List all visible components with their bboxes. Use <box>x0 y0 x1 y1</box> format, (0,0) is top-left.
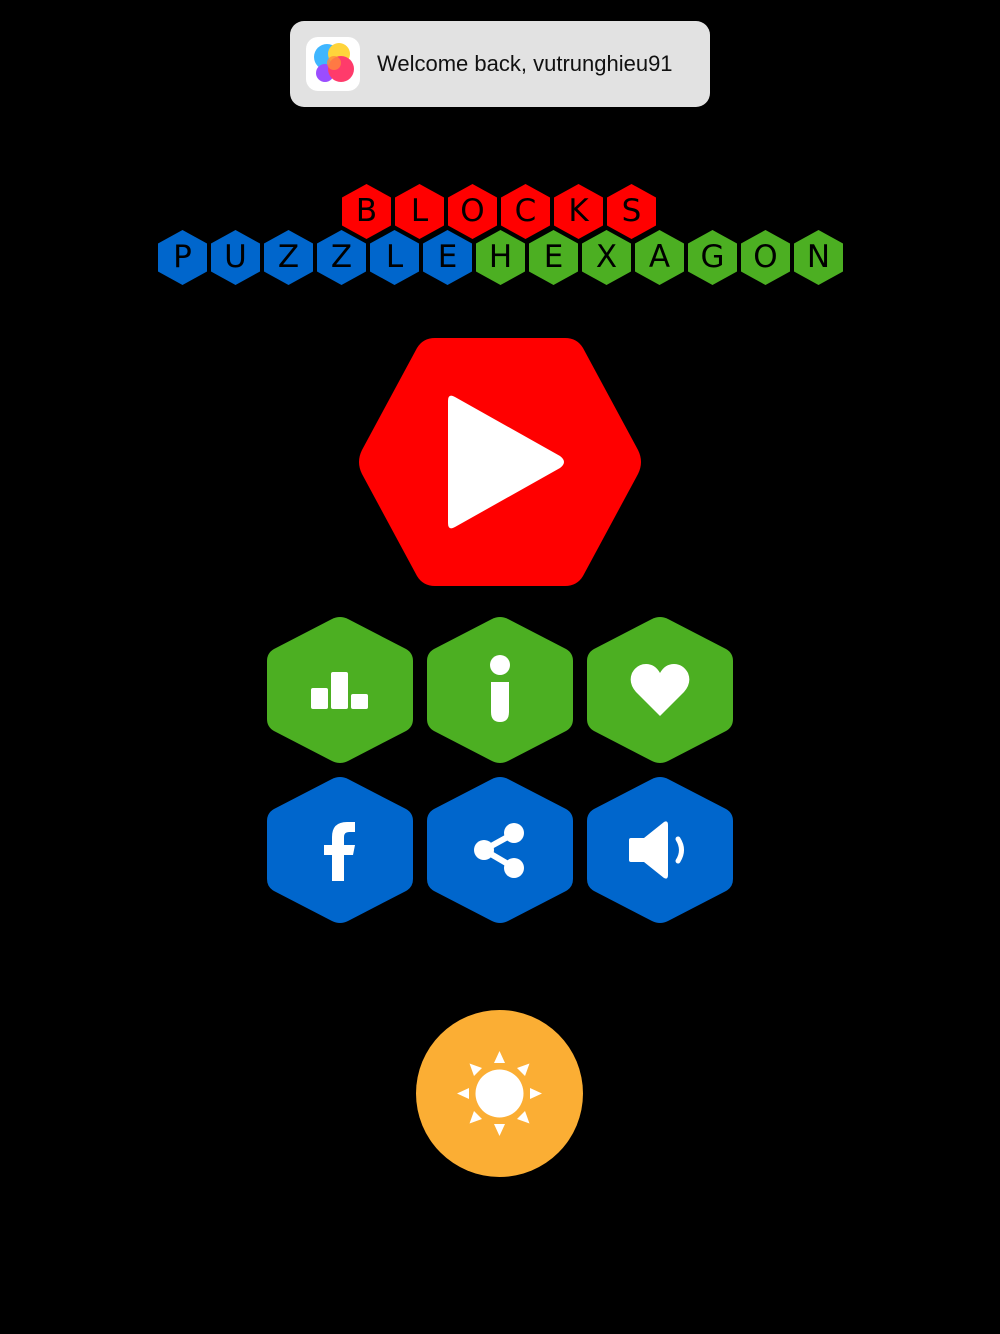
leaderboard-icon <box>311 672 368 709</box>
share-icon <box>474 823 524 878</box>
logo-letter: S <box>621 193 642 229</box>
logo-letter: H <box>488 239 513 275</box>
logo-letter: X <box>595 239 618 275</box>
logo-tile: Z <box>315 229 368 286</box>
sound-button[interactable] <box>586 776 734 924</box>
logo-blocks: B L O C K S <box>340 183 658 240</box>
logo-letter: Z <box>277 239 300 275</box>
logo-tile: N <box>792 229 845 286</box>
logo-letter: U <box>224 239 247 275</box>
game-center-banner: Welcome back, vutrunghieu91 <box>290 21 710 107</box>
play-icon <box>448 395 564 529</box>
leaderboard-button[interactable] <box>266 616 414 764</box>
logo-letter: L <box>385 239 404 275</box>
heart-button[interactable] <box>586 616 734 764</box>
logo-tile: X <box>580 229 633 286</box>
logo-tile: O <box>446 183 499 240</box>
sound-icon <box>629 821 684 879</box>
logo-letter: K <box>568 193 589 229</box>
logo-letter: E <box>543 239 564 275</box>
play-button[interactable] <box>357 335 643 589</box>
logo-tile: E <box>527 229 580 286</box>
facebook-button[interactable] <box>266 776 414 924</box>
logo-letter: E <box>437 239 458 275</box>
info-icon <box>490 655 510 722</box>
game-center-icon <box>306 37 360 91</box>
logo-letter: A <box>648 239 671 275</box>
logo-letter: G <box>700 239 725 275</box>
info-button[interactable] <box>426 616 574 764</box>
heart-icon <box>630 664 690 716</box>
logo-letter: N <box>806 239 831 275</box>
share-button[interactable] <box>426 776 574 924</box>
logo-tile: G <box>686 229 739 286</box>
sun-icon <box>457 1051 542 1136</box>
logo-letter: Z <box>330 239 353 275</box>
logo-tile: E <box>421 229 474 286</box>
logo-tile: C <box>499 183 552 240</box>
logo-tile: A <box>633 229 686 286</box>
logo-letter: C <box>514 193 537 229</box>
logo-tile: L <box>368 229 421 286</box>
logo-tile: Z <box>262 229 315 286</box>
logo-tile: U <box>209 229 262 286</box>
facebook-icon <box>324 822 355 881</box>
welcome-message: Welcome back, vutrunghieu91 <box>377 51 673 76</box>
logo-letter: P <box>173 239 192 275</box>
theme-toggle-button[interactable] <box>416 1010 583 1177</box>
logo-tile: P <box>156 229 209 286</box>
logo-tile: S <box>605 183 658 240</box>
logo-letter: B <box>355 193 378 229</box>
logo-tile: H <box>474 229 527 286</box>
logo-tile: L <box>393 183 446 240</box>
logo-puzzle-hexagon: P U Z Z L E H E X A G O N <box>156 229 845 286</box>
logo-letter: L <box>410 193 429 229</box>
logo-letter: O <box>753 239 778 275</box>
logo-tile: K <box>552 183 605 240</box>
logo-tile: B <box>340 183 393 240</box>
logo-tile: O <box>739 229 792 286</box>
logo-letter: O <box>460 193 485 229</box>
